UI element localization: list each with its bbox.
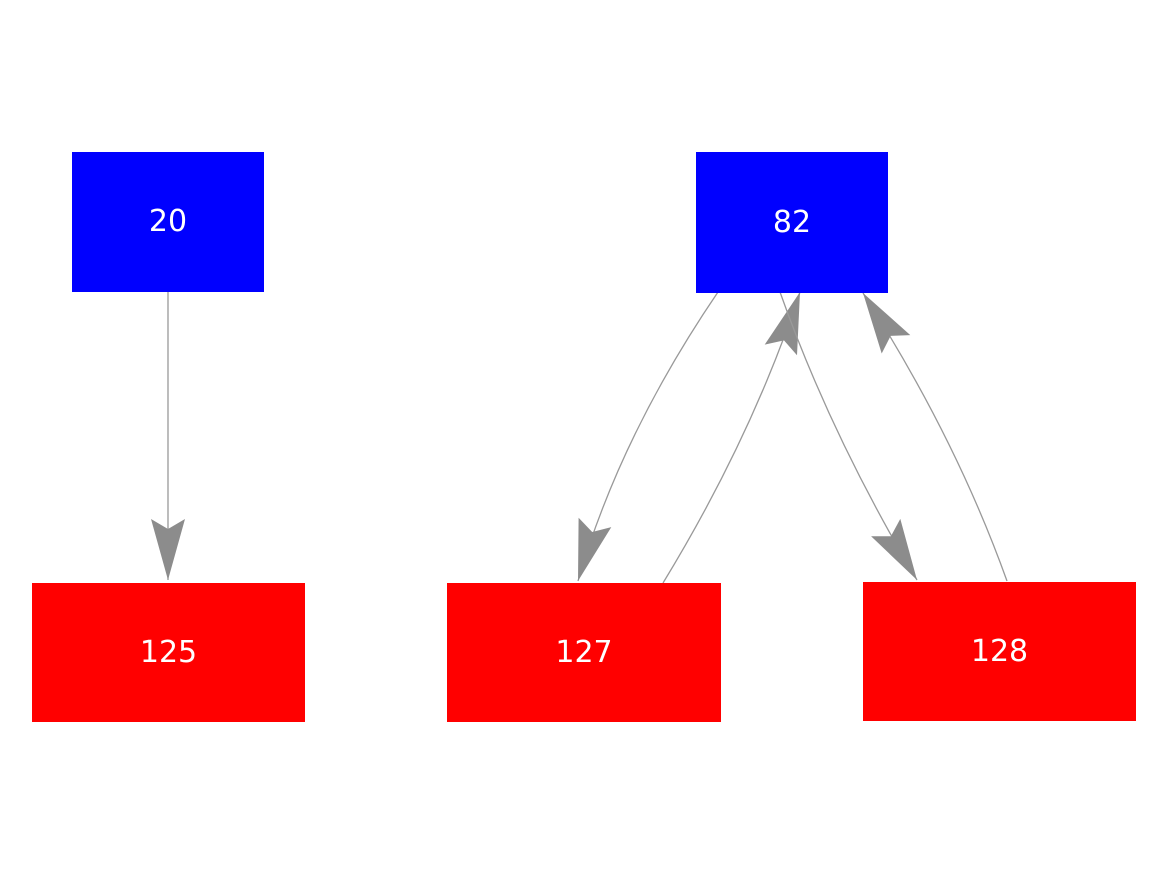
node-20-label: 20 bbox=[148, 204, 188, 239]
node-127[interactable]: 127 bbox=[447, 583, 721, 722]
arrowhead-127-82 bbox=[764, 292, 800, 356]
arrowhead-82-127 bbox=[578, 517, 612, 581]
node-127-label: 127 bbox=[555, 634, 613, 670]
node-128[interactable]: 128 bbox=[863, 582, 1136, 721]
node-82-label: 82 bbox=[772, 204, 812, 240]
edge-82-127 bbox=[577, 291, 719, 582]
node-20[interactable]: 20 bbox=[72, 152, 264, 292]
edge-128-82 bbox=[862, 292, 1008, 582]
edge-127-82 bbox=[662, 291, 801, 584]
node-125[interactable]: 125 bbox=[32, 583, 305, 722]
edge-82-128 bbox=[779, 291, 918, 581]
node-128-label: 128 bbox=[970, 633, 1029, 669]
arrowhead-82-128 bbox=[871, 518, 917, 580]
arrowhead-20-125 bbox=[151, 519, 185, 580]
arrowhead-128-82 bbox=[863, 293, 911, 354]
node-82[interactable]: 82 bbox=[696, 152, 888, 293]
node-125-label: 125 bbox=[139, 634, 198, 670]
